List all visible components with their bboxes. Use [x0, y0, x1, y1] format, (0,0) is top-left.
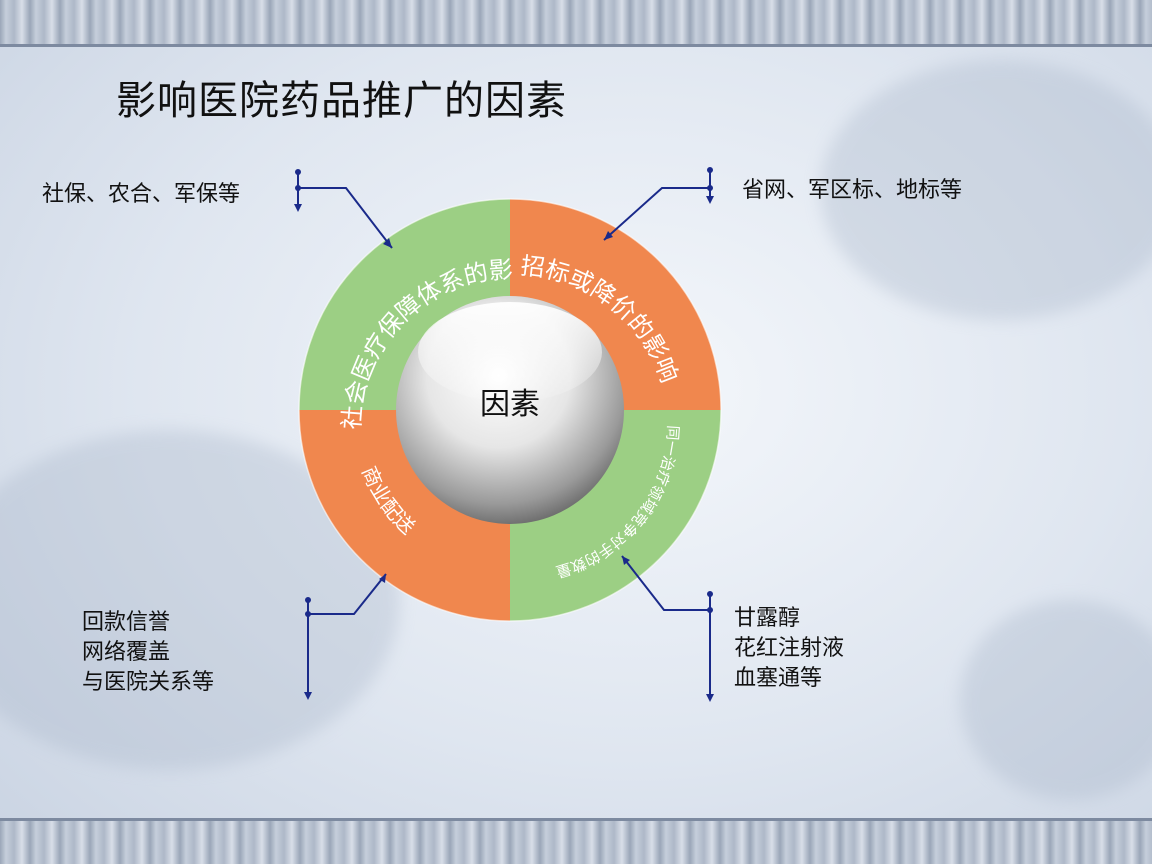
segment-competitors: [510, 410, 721, 621]
connector-bottom-left: [304, 573, 387, 700]
note-top-left: 社保、农合、军保等: [42, 182, 241, 207]
bottom-border: [0, 820, 1152, 864]
top-border: [0, 0, 1152, 44]
background-wall-image-top: [820, 60, 1152, 320]
note-bottom-right: 甘露醇 花红注射液 血塞通等: [734, 604, 844, 694]
connector-bottom-right: [621, 555, 714, 702]
note-line: 回款信誉: [82, 610, 171, 635]
note-line: 网络覆盖: [82, 640, 171, 665]
note-top-right: 省网、军区标、地标等: [742, 178, 963, 203]
note-bottom-left: 回款信誉 网络覆盖 与医院关系等: [82, 608, 214, 698]
note-line: 甘露醇: [734, 606, 801, 631]
segment-distribution: [299, 410, 510, 621]
segment-social-security: [299, 199, 510, 410]
note-line: 血塞通等: [734, 666, 823, 691]
center-label: 因素: [480, 387, 540, 422]
note-line: 与医院关系等: [82, 670, 215, 695]
center-ball-highlight: [418, 302, 602, 402]
segment-tender: [510, 199, 721, 410]
connector-top-left: [294, 169, 393, 249]
ring-outline: [298, 198, 722, 622]
connector-top-right: [603, 167, 714, 241]
slide-title: 影响医院药品推广的因素: [116, 78, 567, 124]
bottom-border-line: [0, 818, 1152, 821]
background-wall-image-bottom: [960, 600, 1152, 800]
top-border-line: [0, 44, 1152, 47]
note-line: 花红注射液: [734, 636, 845, 661]
